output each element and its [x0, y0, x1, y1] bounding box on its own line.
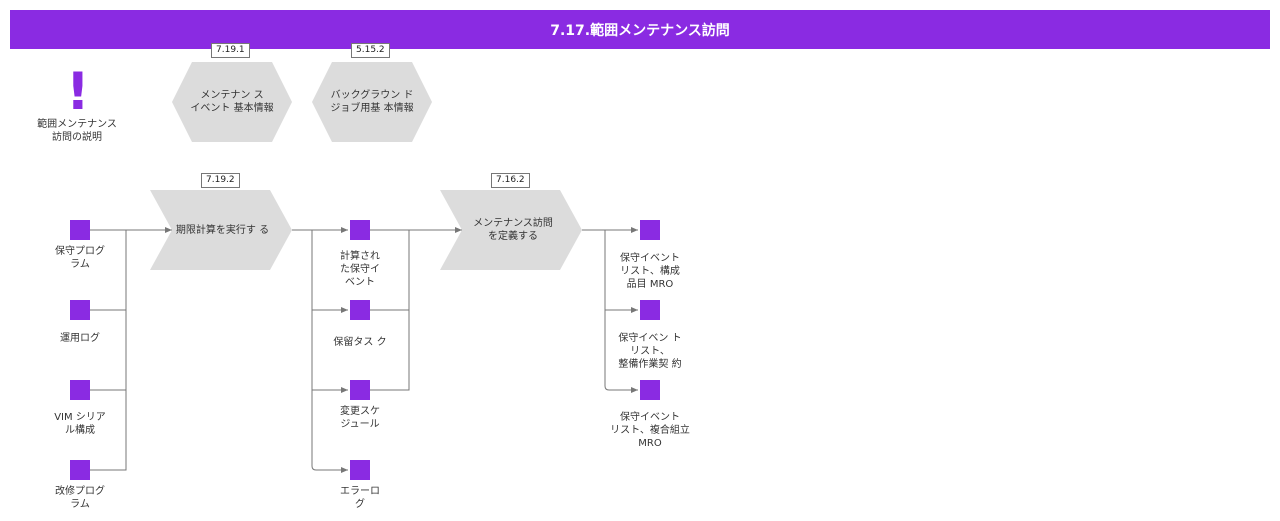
input-square-3[interactable]	[70, 380, 90, 400]
middle-output-square-1[interactable]	[350, 220, 370, 240]
exclamation-icon: !	[66, 62, 90, 122]
reference-label-1: メンテナン ス イベント 基本情報	[190, 90, 274, 114]
final-output-square-2[interactable]	[640, 300, 660, 320]
description-label[interactable]: 範囲メンテナンス 訪問の説明	[37, 119, 117, 143]
final-output-label-3: 保守イベント リスト、複合組立 MRO	[610, 412, 690, 449]
process-label-1: 期限計算を実行す る	[175, 224, 270, 236]
middle-output-square-2[interactable]	[350, 300, 370, 320]
diagram-title: 7.17.範囲メンテナンス訪問	[10, 10, 1270, 49]
middle-output-label-1: 計算され た保守イ ベント	[340, 251, 380, 288]
process-id-1: 7.19.2	[201, 173, 240, 188]
final-output-label-2: 保守イベン ト リスト、 整備作業契 約	[618, 333, 682, 370]
process-id-2: 7.16.2	[491, 173, 530, 188]
process-label-2: メンテナンス訪問 を定義する	[473, 218, 553, 242]
middle-output-square-3[interactable]	[350, 380, 370, 400]
middle-output-label-3: 変更スケ ジュール	[340, 406, 380, 430]
reference-label-2: バックグラウン ド ジョブ用基 本情報	[330, 90, 414, 114]
final-output-square-1[interactable]	[640, 220, 660, 240]
process-chevron-1[interactable]	[150, 190, 292, 270]
input-square-1[interactable]	[70, 220, 90, 240]
input-label-1: 保守プログ ラム	[55, 246, 105, 270]
middle-output-label-2: 保留タス ク	[333, 337, 387, 348]
final-output-square-3[interactable]	[640, 380, 660, 400]
input-label-4: 改修プログ ラム	[55, 486, 105, 510]
process-chevron-2[interactable]	[440, 190, 582, 270]
input-square-2[interactable]	[70, 300, 90, 320]
middle-output-square-4[interactable]	[350, 460, 370, 480]
input-square-4[interactable]	[70, 460, 90, 480]
reference-id-2: 5.15.2	[351, 43, 390, 58]
final-output-label-1: 保守イベント リスト、構成 品目 MRO	[620, 253, 680, 290]
middle-output-label-4: エラーロ グ	[340, 486, 380, 510]
reference-hexagon-1[interactable]	[172, 62, 292, 142]
input-label-2: 運用ログ	[60, 333, 100, 344]
reference-hexagon-2[interactable]	[312, 62, 432, 142]
reference-id-1: 7.19.1	[211, 43, 250, 58]
input-label-3: VIM シリア ル構成	[54, 412, 106, 436]
